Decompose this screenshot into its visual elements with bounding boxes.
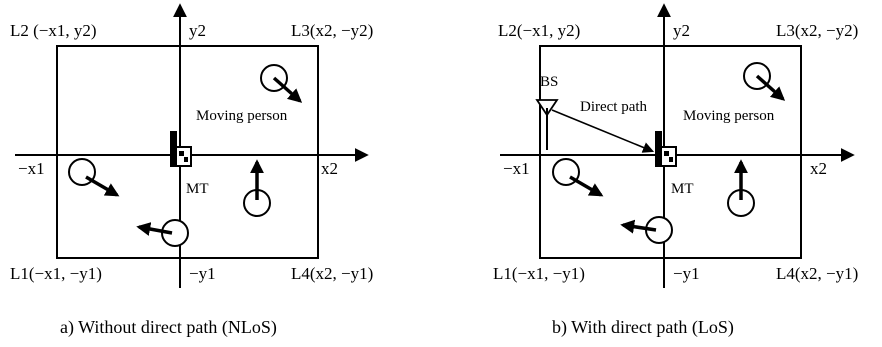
caption-b: b) With direct path (LoS) (552, 317, 734, 338)
mt-label: MT (671, 181, 694, 197)
bs-label: BS (540, 74, 558, 90)
axis-label-y-top: y2 (673, 21, 690, 40)
corner-label-l3: L3(x2, −y2) (776, 21, 858, 40)
panel-b: L2(−x1, y2) L3(x2, −y2) L1(−x1, −y1) L4(… (493, 3, 858, 338)
person-top-right (260, 64, 303, 103)
corner-label-l2: L2(−x1, y2) (498, 21, 580, 40)
axis-label-y-bottom: −y1 (673, 264, 700, 283)
moving-person-label: Moving person (683, 108, 775, 124)
person-bottom (136, 219, 189, 247)
corner-label-l2: L2 (−x1, y2) (10, 21, 97, 40)
corner-label-l4: L4(x2, −y1) (776, 264, 858, 283)
direct-path-label: Direct path (580, 99, 648, 115)
corner-label-l3: L3(x2, −y2) (291, 21, 373, 40)
axis-label-x-right: x2 (321, 159, 338, 178)
axis-label-x-left: −x1 (503, 159, 530, 178)
person-top-right (743, 62, 786, 101)
panel-a: L2 (−x1, y2) L3(x2, −y2) L1(−x1, −y1) L4… (10, 3, 373, 338)
person-right (243, 159, 271, 217)
axis-label-y-top: y2 (189, 21, 206, 40)
corner-label-l1: L1(−x1, −y1) (493, 264, 585, 283)
base-station-icon (535, 99, 559, 150)
room-rectangle (56, 45, 319, 259)
mobile-terminal-icon (170, 131, 192, 167)
axis-label-x-left: −x1 (18, 159, 45, 178)
corner-label-l4: L4(x2, −y1) (291, 264, 373, 283)
person-left (552, 158, 604, 197)
mt-label: MT (186, 181, 209, 197)
room-rectangle (539, 45, 802, 259)
person-right (727, 159, 755, 217)
axis-label-x-right: x2 (810, 159, 827, 178)
moving-person-label: Moving person (196, 108, 288, 124)
person-left (68, 158, 120, 197)
person-bottom (620, 216, 673, 244)
direct-path-arrow (551, 109, 655, 153)
axis-label-y-bottom: −y1 (189, 264, 216, 283)
corner-label-l1: L1(−x1, −y1) (10, 264, 102, 283)
caption-a: a) Without direct path (NLoS) (60, 317, 277, 338)
mobile-terminal-icon (655, 131, 677, 167)
